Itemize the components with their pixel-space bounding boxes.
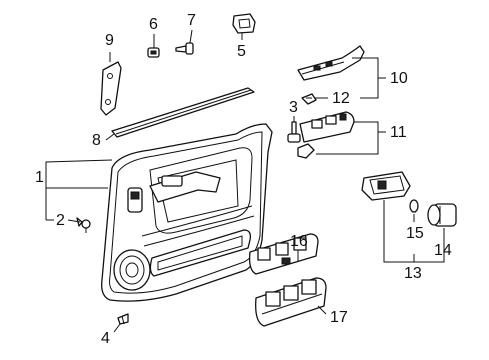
callout-17: 17 xyxy=(330,309,348,326)
part-15-bulb xyxy=(409,199,419,213)
part-2-clip xyxy=(76,217,91,233)
part-11-switch-panel xyxy=(297,111,355,159)
callout-1: 1 xyxy=(35,169,44,186)
part-14-lamp-socket xyxy=(427,203,457,227)
callout-15: 15 xyxy=(406,225,424,242)
callout-6: 6 xyxy=(149,16,158,33)
part-3-screw xyxy=(287,121,301,143)
callout-11: 11 xyxy=(390,124,407,141)
part-5-inside-handle xyxy=(232,13,256,34)
part-6-clip xyxy=(147,47,160,58)
part-8-weatherstrip xyxy=(111,87,255,138)
part-16-switch-assembly xyxy=(248,233,319,275)
callout-12: 12 xyxy=(332,90,350,107)
callout-2: 2 xyxy=(56,212,65,229)
callout-3: 3 xyxy=(289,99,298,116)
part-10-switch-base xyxy=(297,45,365,81)
part-9-trim-bracket xyxy=(100,61,122,116)
part-4-clip xyxy=(117,313,129,325)
callout-7: 7 xyxy=(187,12,196,29)
callout-10: 10 xyxy=(390,70,408,87)
callout-5: 5 xyxy=(237,43,246,60)
part-13-bezel xyxy=(361,171,411,201)
part-7-screw xyxy=(175,42,194,55)
part-17-switch-assembly xyxy=(255,277,327,327)
callout-9: 9 xyxy=(105,32,114,49)
callout-16: 16 xyxy=(290,233,308,250)
leader-lines xyxy=(45,29,445,333)
part-12-clip xyxy=(301,93,317,105)
part-1-door-trim-panel xyxy=(101,123,273,302)
callout-14: 14 xyxy=(434,242,452,259)
callout-8: 8 xyxy=(92,132,101,149)
callout-13: 13 xyxy=(404,265,422,282)
callout-4: 4 xyxy=(101,330,110,347)
